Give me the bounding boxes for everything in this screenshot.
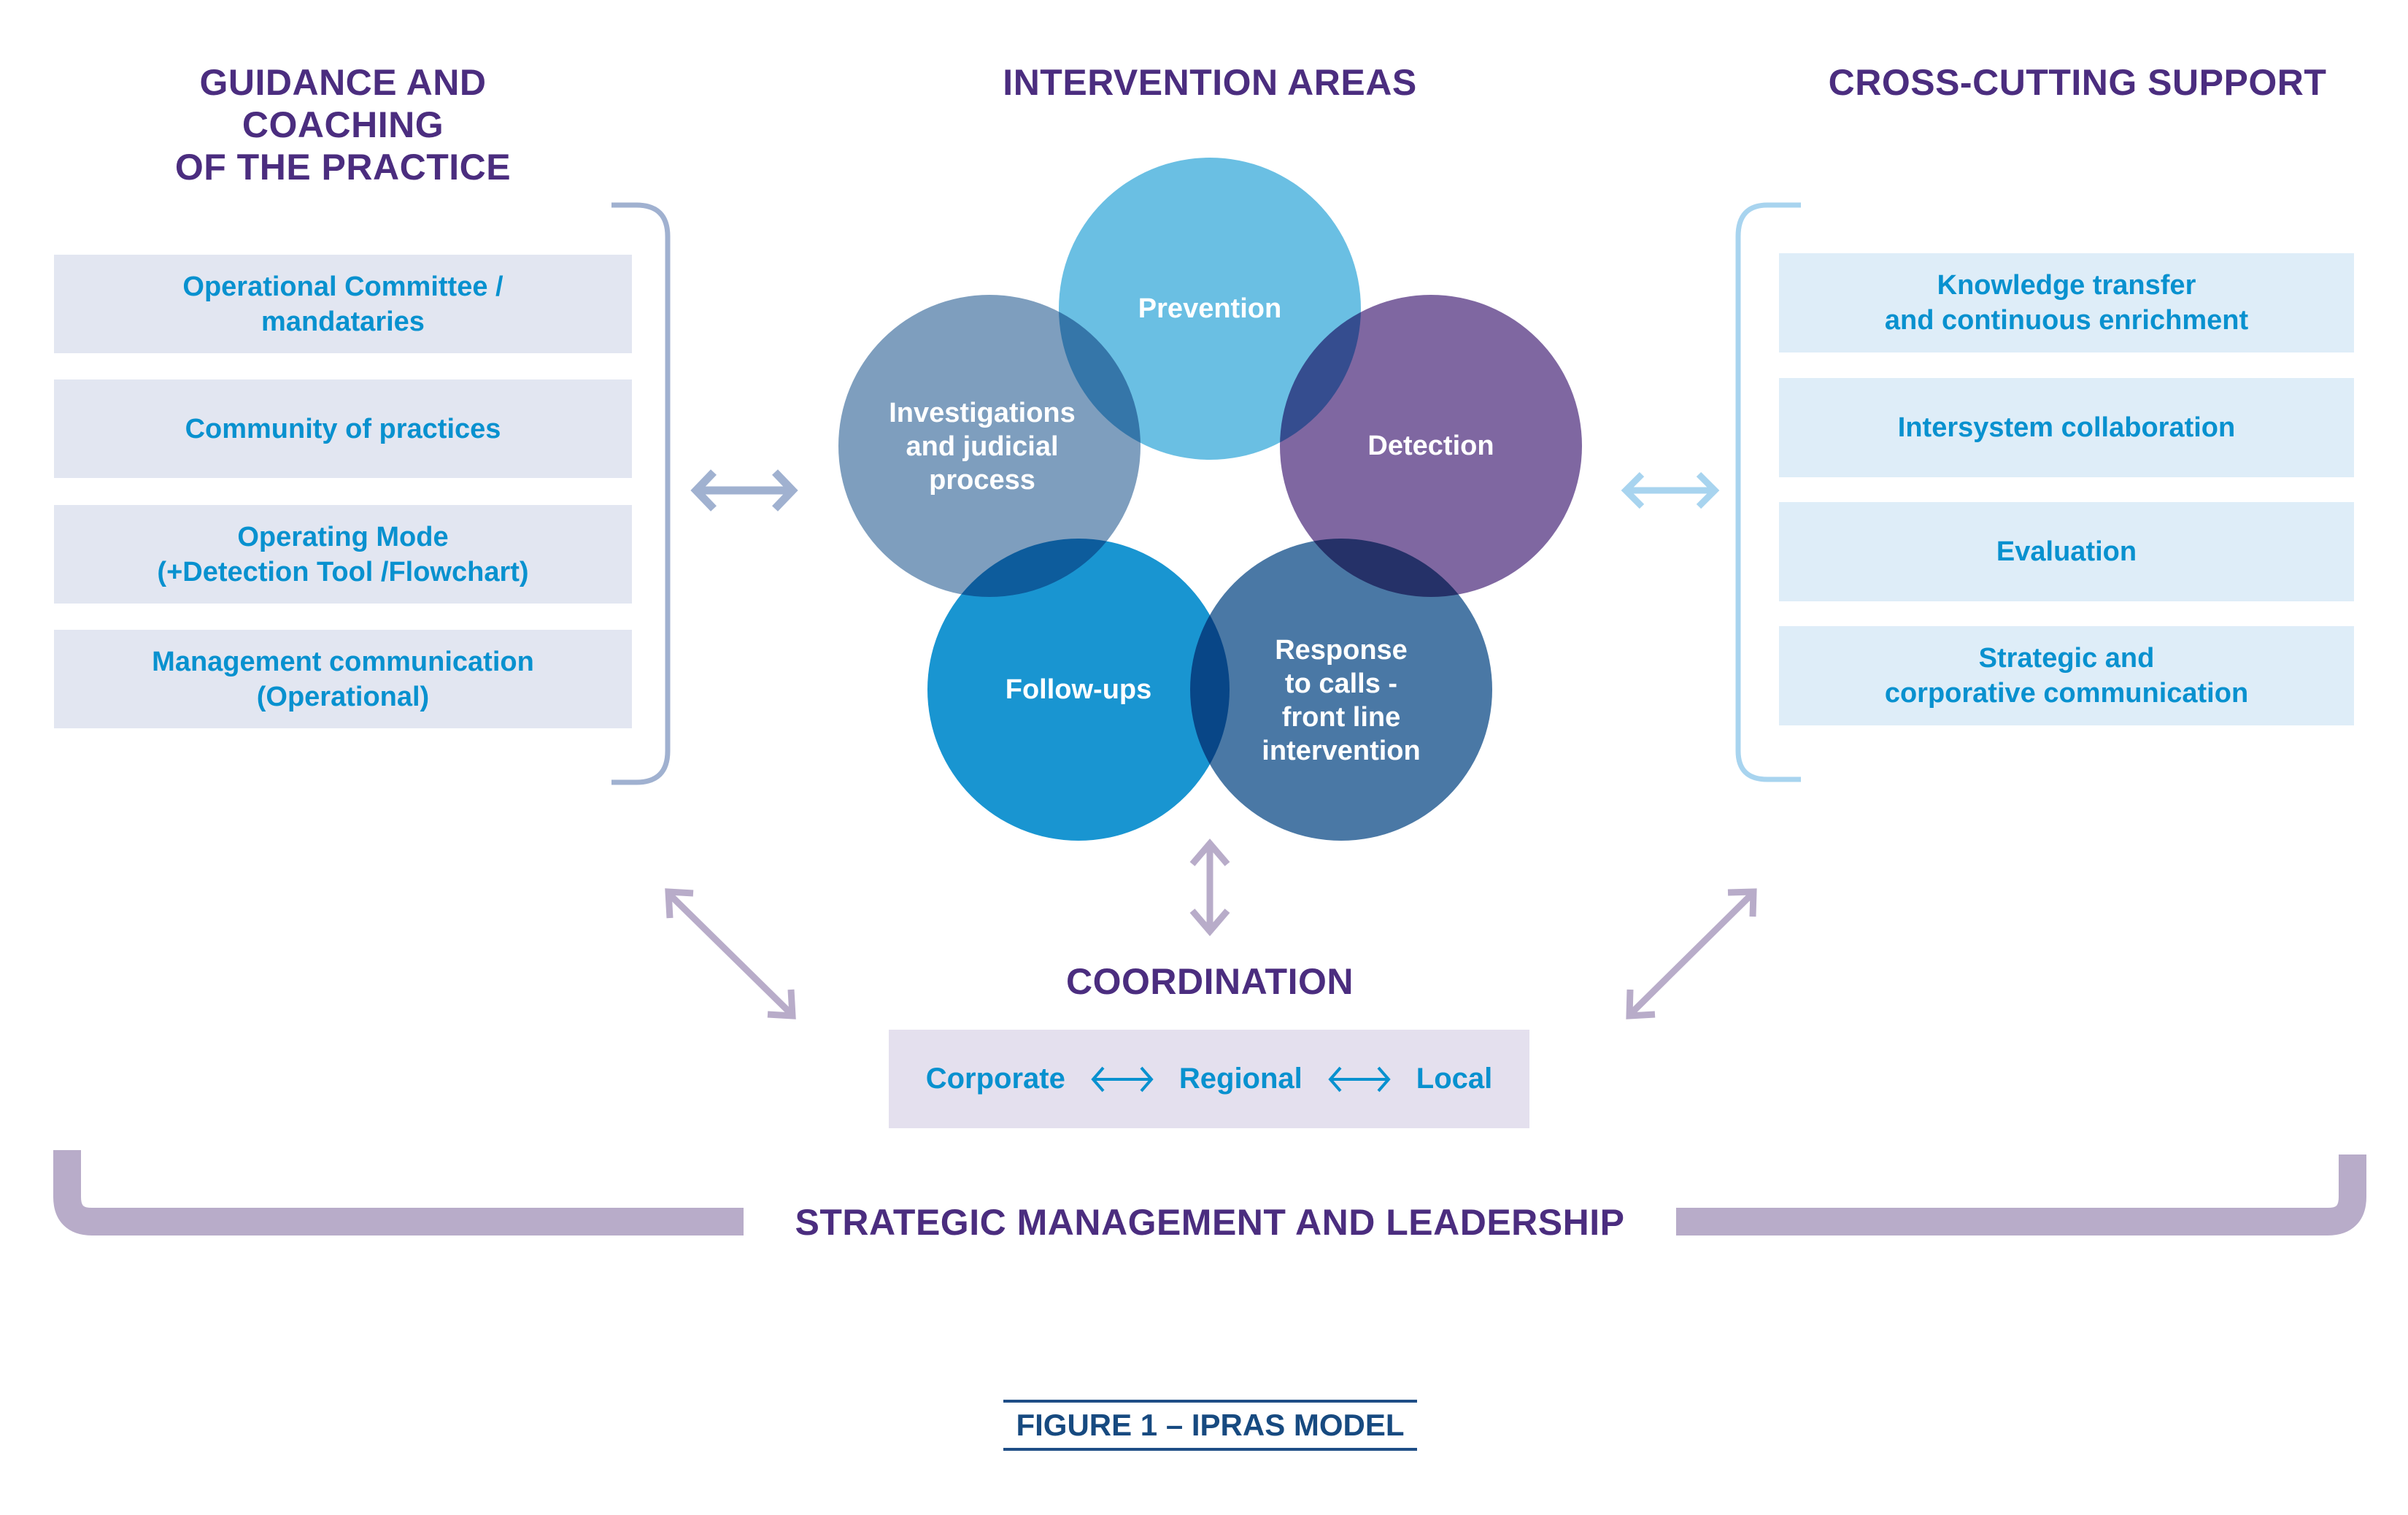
circle-label-prevention: Prevention (1100, 292, 1319, 325)
circle-label-line: Follow-ups (1005, 674, 1152, 705)
vertical-double-arrow-icon (1189, 839, 1230, 936)
double-arrow-icon (1091, 1066, 1154, 1092)
guidance-item-line: Operating Mode (237, 521, 449, 552)
circle-response (1190, 539, 1492, 841)
support-item: Evaluation (1779, 502, 2354, 601)
guidance-heading-line-1: GUIDANCE AND COACHING (199, 62, 487, 145)
guidance-item: Operational Committee / mandataries (54, 255, 632, 353)
strategic-bracket-right (1676, 1154, 2366, 1235)
right-diagonal-arrow-icon (1626, 888, 1757, 1019)
strategic-bracket-left (53, 1150, 744, 1235)
guidance-item-line: mandataries (261, 306, 425, 337)
guidance-item: Operating Mode (+Detection Tool /Flowchar… (54, 505, 632, 604)
left-diagonal-arrow-icon (665, 888, 796, 1019)
support-item: Strategic and corporative communication (1779, 626, 2354, 725)
right-double-arrow-icon (1621, 471, 1720, 509)
guidance-item: Management communication (Operational) (54, 630, 632, 728)
double-arrow-icon (1328, 1066, 1391, 1092)
circle-label-line: Prevention (1138, 293, 1282, 324)
circle-label-line: process (929, 465, 1035, 496)
intervention-areas-heading: INTERVENTION AREAS (1003, 62, 1417, 103)
guidance-item-line: Operational Committee / (182, 271, 503, 302)
coordination-level-corporate: Corporate (925, 1063, 1065, 1095)
left-bracket (611, 202, 671, 785)
intervention-circles (838, 158, 1582, 841)
left-double-arrow-icon (690, 469, 798, 512)
circle-label-line: Investigations (889, 398, 1076, 428)
support-item-line: Intersystem collaboration (1897, 412, 2236, 443)
circle-follow-ups (927, 539, 1230, 841)
circle-label-response: Response to calls - front line intervent… (1232, 633, 1451, 768)
coordination-heading: COORDINATION (1066, 961, 1354, 1002)
circle-label-line: front line (1281, 702, 1401, 733)
guidance-item-line: Community of practices (185, 413, 501, 444)
cross-cutting-support-heading: CROSS-CUTTING SUPPORT (1828, 62, 2327, 103)
circle-investigations (838, 295, 1141, 597)
support-item: Knowledge transfer and continuous enrichm… (1779, 253, 2354, 352)
coordination-level-local: Local (1416, 1063, 1493, 1095)
guidance-item-line: Management communication (152, 646, 534, 677)
coordination-level-regional: Regional (1178, 1063, 1303, 1095)
support-item: Intersystem collaboration (1779, 378, 2354, 477)
circle-label-follow-ups: Follow-ups (969, 673, 1188, 706)
circle-prevention (1059, 158, 1361, 460)
circle-label-detection: Detection (1321, 429, 1540, 463)
figure-caption: FIGURE 1 – IPRAS MODEL (1003, 1400, 1417, 1451)
circle-label-line: Detection (1367, 431, 1494, 461)
support-item-line: Knowledge transfer (1937, 270, 2196, 301)
guidance-item: Community of practices (54, 379, 632, 478)
right-bracket (1735, 202, 1801, 782)
circle-detection (1280, 295, 1582, 597)
support-item-line: and continuous enrichment (1884, 305, 2249, 336)
guidance-heading-line-2: OF THE PRACTICE (174, 147, 512, 188)
guidance-item-line: (+Detection Tool /Flowchart) (157, 556, 529, 587)
guidance-heading: GUIDANCE AND COACHING OF THE PRACTICE (124, 61, 562, 188)
circle-label-line: Response (1275, 635, 1408, 666)
support-item-line: corporative communication (1884, 678, 2249, 709)
circle-label-line: and judicial (906, 431, 1059, 462)
coordination-levels-box: Corporate Regional Local (889, 1030, 1529, 1128)
guidance-item-line: (Operational) (256, 681, 430, 712)
support-item-line: Strategic and (1978, 643, 2155, 674)
strategic-management-heading: STRATEGIC MANAGEMENT AND LEADERSHIP (795, 1202, 1625, 1243)
circle-label-line: intervention (1262, 736, 1421, 766)
support-item-line: Evaluation (1996, 536, 2137, 567)
circle-label-investigations: Investigations and judicial process (873, 396, 1092, 497)
circle-label-line: to calls - (1284, 668, 1398, 699)
